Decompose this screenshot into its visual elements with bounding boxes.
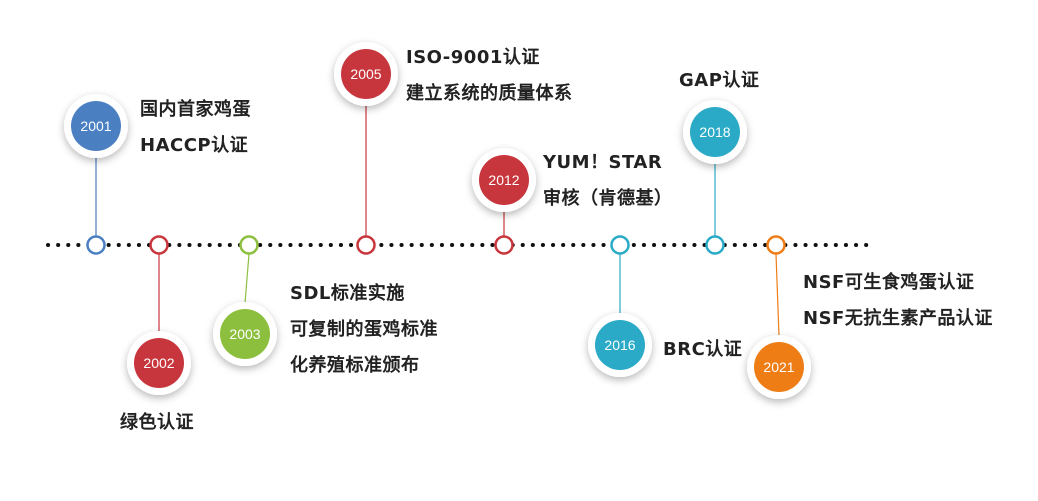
axis-marker bbox=[149, 235, 169, 255]
description-line: 化养殖标准颁布 bbox=[290, 355, 420, 376]
description-line: BRC认证 bbox=[663, 339, 743, 360]
year-label: 2016 bbox=[604, 337, 635, 353]
description-line: 审核（肯德基） bbox=[543, 188, 673, 209]
milestone-2005: 2005 bbox=[334, 42, 398, 255]
connector-line bbox=[244, 253, 250, 304]
year-badge bbox=[134, 338, 184, 388]
year-badge bbox=[341, 49, 391, 99]
milestone-2002: 2002 bbox=[127, 235, 191, 395]
description-line: YUM！STAR bbox=[543, 152, 663, 173]
description-line: 绿色认证 bbox=[120, 412, 194, 433]
milestone-2018: 2018 bbox=[683, 100, 747, 255]
axis-marker bbox=[705, 235, 725, 255]
axis-marker bbox=[610, 235, 630, 255]
year-label: 2021 bbox=[763, 359, 794, 375]
description-line: GAP认证 bbox=[679, 70, 760, 91]
year-badge bbox=[220, 309, 270, 359]
year-label: 2012 bbox=[488, 172, 519, 188]
description-line: ISO-9001认证 bbox=[406, 47, 540, 68]
year-badge bbox=[595, 320, 645, 370]
description-line: NSF无抗生素产品认证 bbox=[803, 308, 993, 329]
milestone-description-2003: SDL标准实施可复制的蛋鸡标准化养殖标准颁布 bbox=[290, 276, 438, 384]
year-badge bbox=[71, 101, 121, 151]
axis-marker bbox=[494, 235, 514, 255]
description-line: HACCP认证 bbox=[140, 135, 249, 156]
axis-marker bbox=[356, 235, 376, 255]
milestone-2003: 2003 bbox=[213, 235, 277, 366]
year-label: 2002 bbox=[143, 355, 174, 371]
milestone-2001: 2001 bbox=[64, 94, 128, 255]
description-line: 可复制的蛋鸡标准 bbox=[290, 319, 438, 340]
description-line: 建立系统的质量体系 bbox=[406, 83, 573, 104]
description-line: SDL标准实施 bbox=[290, 283, 405, 304]
milestone-description-2016: BRC认证 bbox=[663, 332, 742, 368]
description-line: 国内首家鸡蛋 bbox=[140, 99, 251, 120]
milestone-description-2012: YUM！STAR 审核（肯德基） bbox=[543, 145, 673, 217]
year-badge bbox=[754, 342, 804, 392]
year-label: 2001 bbox=[80, 118, 111, 134]
year-label: 2005 bbox=[350, 66, 381, 82]
milestone-description-2021: NSF可生食鸡蛋认证 NSF无抗生素产品认证 bbox=[803, 265, 993, 337]
axis-marker bbox=[86, 235, 106, 255]
axis-marker bbox=[766, 235, 786, 255]
milestone-2016: 2016 bbox=[588, 235, 652, 377]
year-badge bbox=[479, 155, 529, 205]
year-label: 2003 bbox=[229, 326, 260, 342]
milestone-2012: 2012 bbox=[472, 148, 536, 255]
milestone-2021: 2021 bbox=[747, 235, 811, 399]
milestone-description-2001: 国内首家鸡蛋 HACCP认证 bbox=[140, 92, 251, 164]
milestone-description-2002: 绿色认证 bbox=[120, 405, 194, 441]
year-badge bbox=[690, 107, 740, 157]
milestone-description-2005: ISO-9001认证建立系统的质量体系 bbox=[406, 40, 573, 112]
connector-line bbox=[775, 253, 780, 337]
milestone-description-2018: GAP认证 bbox=[679, 63, 759, 99]
axis-marker bbox=[239, 235, 259, 255]
year-label: 2018 bbox=[699, 124, 730, 140]
description-line: NSF可生食鸡蛋认证 bbox=[803, 272, 975, 293]
